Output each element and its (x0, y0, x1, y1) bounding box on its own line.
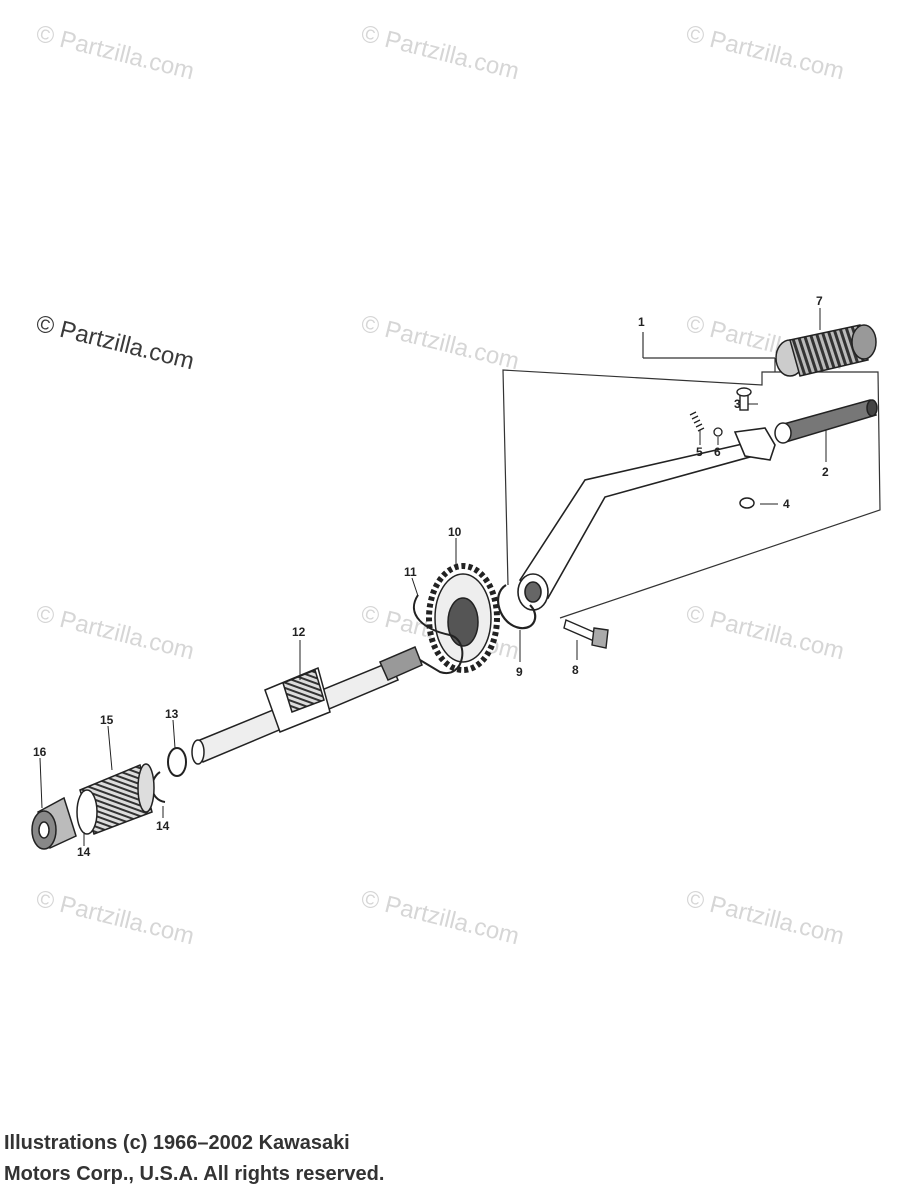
callout-1: 1 (638, 315, 645, 329)
callout-11: 11 (404, 565, 417, 579)
part-13-washer (167, 747, 187, 777)
assembly-bracket (502, 332, 881, 619)
part-16-spring-guide (31, 796, 77, 850)
callout-4: 4 (783, 497, 790, 511)
part-11-spring-clip (412, 594, 464, 675)
callout-5: 5 (696, 445, 703, 459)
callout-6: 6 (714, 445, 721, 459)
callout-14: 14 (156, 819, 170, 833)
callout-2: 2 (822, 465, 829, 479)
callout-10: 10 (448, 525, 462, 539)
part-8-bolt (563, 619, 609, 649)
part-6-ball (713, 427, 723, 437)
callout-8: 8 (572, 663, 579, 677)
copyright-line-1: Illustrations (c) 1966–2002 Kawasaki (4, 1132, 350, 1154)
part-1-kick-arm (517, 427, 776, 611)
callout-15: 15 (100, 713, 114, 727)
callout-7: 7 (816, 294, 823, 308)
part-3-pin (736, 387, 752, 411)
copyright-line-2: Motors Corp., U.S.A. All rights reserved… (4, 1163, 385, 1185)
part-5-spring (689, 411, 705, 432)
part-4-washer (739, 497, 755, 509)
part-7-grip (775, 324, 877, 377)
part-9-circlip (496, 584, 537, 630)
part-15-return-spring (76, 763, 155, 835)
callout-3: 3 (734, 397, 741, 411)
callout-labels: 1 7 3 5 6 2 4 10 11 12 9 8 13 15 16 14 1… (33, 294, 829, 859)
callout-16: 16 (33, 745, 47, 759)
part-2-pedal (774, 399, 878, 444)
callout-13: 13 (165, 707, 179, 721)
part-12-kick-shaft (191, 646, 423, 765)
callout-9: 9 (516, 665, 523, 679)
callout-12: 12 (292, 625, 306, 639)
callout-14: 14 (77, 845, 91, 859)
part-10-gear (426, 563, 500, 673)
leader-lines (39, 308, 827, 846)
